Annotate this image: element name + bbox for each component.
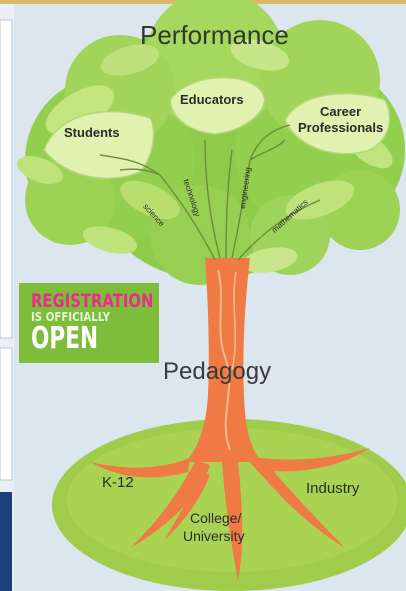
badge-line-open: OPEN <box>31 321 99 356</box>
educators-leaf <box>169 76 266 135</box>
left-panel-box-2 <box>0 347 13 481</box>
career-professionals-label-1: Career <box>320 104 362 119</box>
trunk-vein <box>217 269 231 451</box>
badge-line-is-officially: IS OFFICIALLY <box>31 310 111 324</box>
registration-badge[interactable]: REGISTRATION IS OFFICIALLY OPEN <box>19 283 159 363</box>
left-panel-box <box>0 19 13 339</box>
trunk <box>186 258 262 462</box>
left-panel-navy-block <box>0 492 12 591</box>
root-industry: Industry <box>306 480 360 497</box>
branches <box>99 124 321 261</box>
students-label: Students <box>64 125 120 140</box>
root-k12: K-12 <box>102 474 134 491</box>
canopy-title: Performance <box>140 20 289 50</box>
root-college-2: University <box>183 528 245 544</box>
roots <box>90 448 370 580</box>
root-college-1: College/ <box>190 510 242 526</box>
trunk-label: Pedagogy <box>163 358 272 385</box>
badge-line-registration: REGISTRATION <box>31 290 154 312</box>
career-professionals-label-2: Professionals <box>298 120 384 135</box>
career-professionals-leaf <box>284 92 391 155</box>
students-leaf <box>43 110 155 179</box>
educators-label: Educators <box>180 92 244 107</box>
